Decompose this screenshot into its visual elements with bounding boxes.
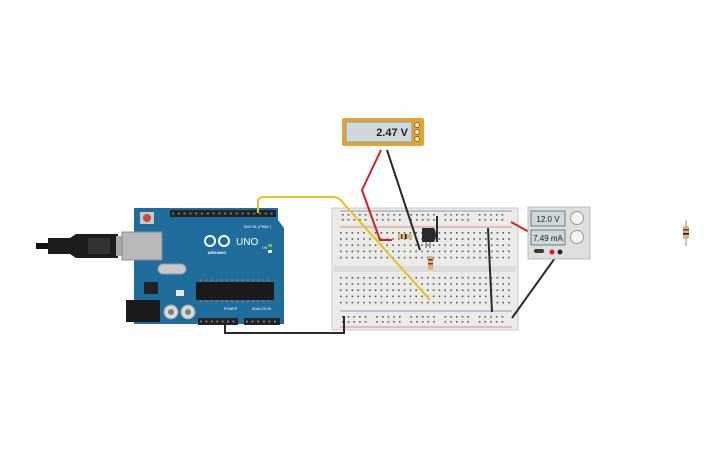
- digital-header[interactable]: [170, 210, 276, 217]
- wire-black-supply: [511, 250, 561, 319]
- supply-voltage: 12.0 V: [536, 215, 560, 224]
- wire-yellow: [257, 196, 431, 301]
- crystal-icon: [157, 263, 187, 275]
- on-led-label: ON: [262, 246, 268, 250]
- wire-red-multimeter: [360, 149, 392, 241]
- digital-header-label: DIGITAL (PWM~): [244, 225, 271, 229]
- power-supply[interactable]: 12.0 V 7.49 mA: [527, 206, 591, 260]
- supply-current: 7.49 mA: [533, 234, 563, 243]
- arduino-model-label: UNO: [236, 237, 258, 248]
- resistor-icon[interactable]: [428, 256, 433, 270]
- multimeter-display: [345, 121, 413, 143]
- loose-resistor-icon[interactable]: [683, 220, 689, 246]
- transistor-icon[interactable]: [422, 228, 436, 248]
- probe-terminal-icon[interactable]: [414, 122, 420, 128]
- atmega-chip: [196, 282, 274, 300]
- arduino-logo-icon: [204, 235, 230, 247]
- reset-button[interactable]: [143, 214, 151, 222]
- arduino-uno-board[interactable]: [121, 208, 284, 325]
- wire-black-gnd: [224, 316, 345, 334]
- supply-voltage-display: [530, 210, 566, 227]
- analog-header[interactable]: [244, 318, 280, 325]
- multimeter-reading: 2.47 V: [376, 127, 408, 139]
- probe-terminal-icon[interactable]: [414, 129, 420, 135]
- current-knob-icon[interactable]: [570, 230, 584, 244]
- multimeter[interactable]: 2.47 V: [342, 118, 424, 146]
- power-header-label: POWER: [224, 307, 238, 311]
- probe-terminal-icon[interactable]: [414, 136, 420, 142]
- wire-black-multimeter: [386, 149, 421, 251]
- analog-header-label: ANALOG IN: [252, 307, 272, 311]
- positive-terminal-icon[interactable]: [549, 249, 555, 255]
- voltage-knob-icon[interactable]: [570, 211, 584, 225]
- arduino-brand-label: ARDUINO: [208, 250, 227, 255]
- negative-terminal-icon[interactable]: [557, 249, 563, 255]
- breadboard-holes[interactable]: [340, 214, 510, 323]
- resistor-icon[interactable]: [398, 234, 412, 239]
- supply-current-display: [530, 229, 566, 246]
